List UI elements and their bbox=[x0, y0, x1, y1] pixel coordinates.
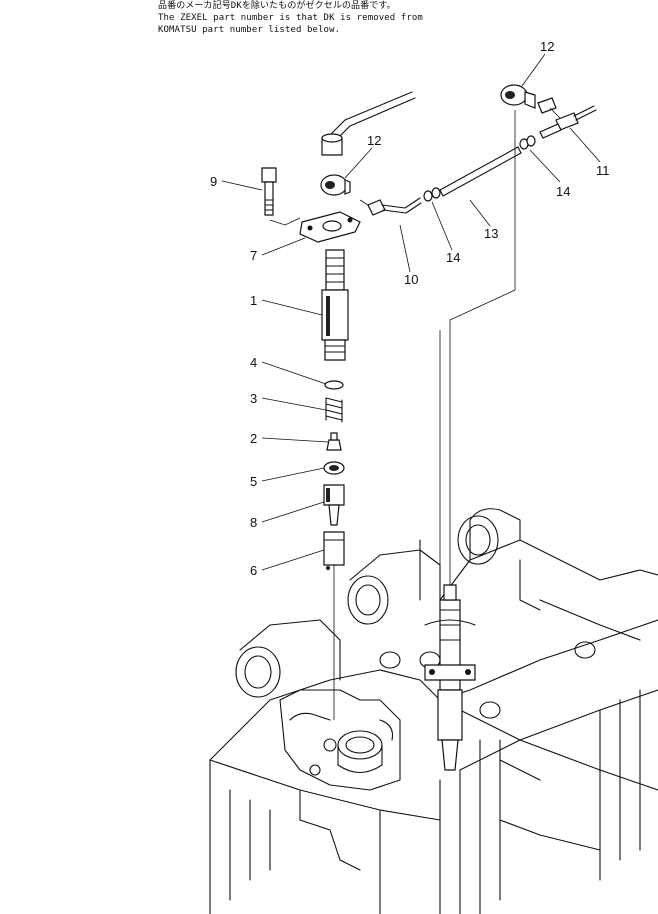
callout-14-right: 14 bbox=[556, 184, 570, 199]
header-note-japanese: 品番のメーカ記号DKを除いたものがゼクセルの品番です。 bbox=[158, 1, 396, 11]
eye-fitting-part-12-left bbox=[320, 174, 351, 196]
callout-7: 7 bbox=[250, 248, 257, 263]
eye-fitting-part-12-right bbox=[500, 84, 536, 109]
leak-off-pipe-fitting bbox=[321, 91, 416, 156]
callout-9: 9 bbox=[210, 174, 217, 189]
callout-leaders bbox=[221, 53, 601, 571]
callout-13: 13 bbox=[484, 226, 498, 241]
pipe-part-13 bbox=[439, 146, 522, 197]
header-note: 品番のメーカ記号DKを除いたものがゼクセルの品番です。 The ZEXEL pa… bbox=[158, 0, 478, 36]
cylinder-head-drawing bbox=[209, 508, 658, 914]
bolt-part-9 bbox=[261, 167, 277, 216]
header-note-english-2: KOMATSU part number listed below. bbox=[158, 25, 341, 35]
retaining-nut-part-6 bbox=[323, 531, 345, 570]
leader-guide-lines bbox=[333, 110, 516, 720]
callout-1: 1 bbox=[250, 293, 257, 308]
callout-6: 6 bbox=[250, 563, 257, 578]
spacer-part-5 bbox=[323, 461, 345, 475]
callout-labels: 1 2 3 4 5 6 7 8 9 10 11 12 12 13 14 14 bbox=[210, 39, 610, 578]
clamp-part-7 bbox=[269, 211, 361, 243]
overflow-valve-part-11 bbox=[537, 97, 597, 139]
spring-seat-part-2 bbox=[326, 432, 342, 451]
callout-11: 11 bbox=[596, 163, 610, 178]
nozzle-holder-part-1 bbox=[321, 249, 349, 361]
washer-part-14-left bbox=[423, 187, 441, 202]
washer-part-14-right bbox=[519, 135, 536, 150]
callout-12-right: 12 bbox=[540, 39, 554, 54]
callout-2: 2 bbox=[250, 431, 257, 446]
header-note-english-1: The ZEXEL part number is that DK is remo… bbox=[158, 13, 423, 23]
callout-8: 8 bbox=[250, 515, 257, 530]
spill-pipe-part-10 bbox=[359, 197, 422, 216]
callout-10: 10 bbox=[404, 272, 418, 287]
callout-4: 4 bbox=[250, 355, 257, 370]
callout-12-left: 12 bbox=[367, 133, 381, 148]
callout-5: 5 bbox=[250, 474, 257, 489]
injector-stack bbox=[321, 249, 349, 570]
callout-3: 3 bbox=[250, 391, 257, 406]
spring-part-3 bbox=[325, 397, 343, 423]
callout-14-left: 14 bbox=[446, 250, 460, 265]
nozzle-part-8 bbox=[323, 484, 345, 526]
washer-part-4 bbox=[324, 380, 344, 390]
